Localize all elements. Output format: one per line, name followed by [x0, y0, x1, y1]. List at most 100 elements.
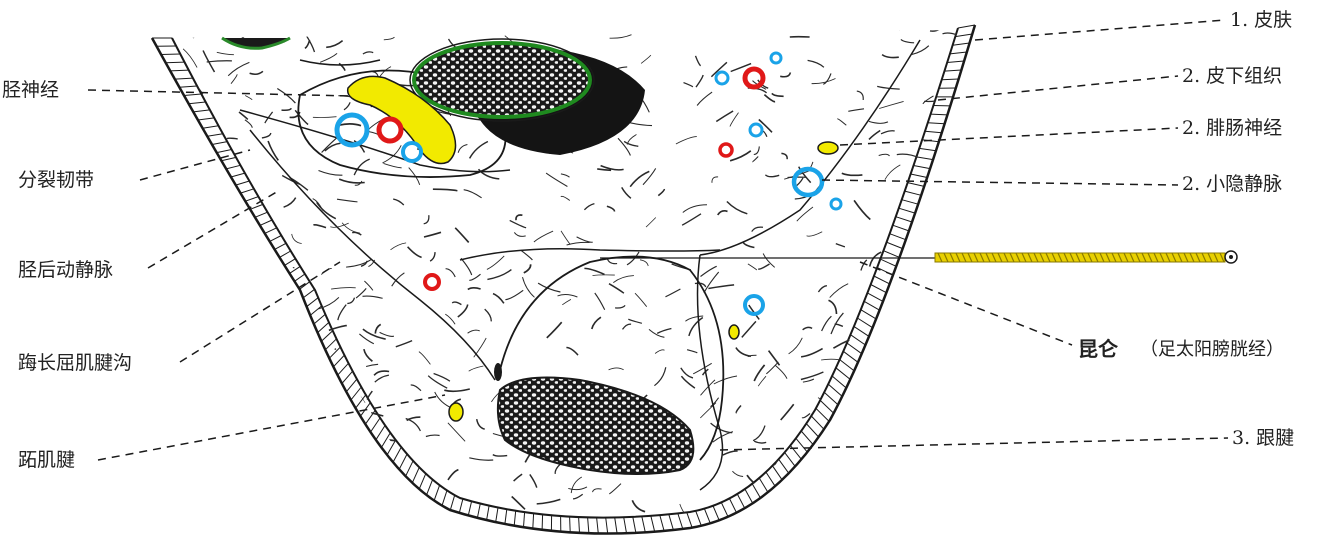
tissue-fiber: [367, 391, 372, 400]
tissue-fiber: [535, 25, 551, 32]
tissue-fiber: [469, 274, 480, 280]
tissue-fiber: [321, 268, 331, 274]
tissue-fiber: [455, 228, 469, 243]
tissue-fiber: [797, 207, 813, 221]
tissue-fiber: [609, 368, 624, 370]
tissue-fiber: [800, 515, 810, 516]
skin-hatch-tick: [801, 431, 813, 445]
tissue-fiber: [231, 348, 254, 359]
tissue-fiber: [217, 52, 234, 54]
label-small-saphenous-vein: 2. 小隐静脉: [1182, 173, 1282, 195]
tissue-fiber: [313, 117, 337, 118]
tissue-fiber: [635, 293, 647, 307]
tissue-fiber: [595, 293, 605, 310]
tissue-fiber: [923, 96, 934, 104]
tissue-fiber: [800, 469, 809, 487]
right-leader-lines: [720, 20, 1228, 450]
skin-hatch-tick: [307, 298, 319, 307]
tissue-fiber: [727, 202, 747, 214]
skin-hatch-tick: [766, 472, 775, 486]
tissue-fiber: [949, 475, 964, 486]
skin-hatch-tick: [905, 191, 922, 195]
skin-hatch-tick: [864, 301, 880, 310]
tissue-fiber: [758, 376, 766, 386]
tissue-fiber: [881, 131, 895, 134]
tissue-fiber: [448, 423, 465, 442]
tissue-fiber: [521, 250, 533, 260]
tissue-fiber: [187, 464, 195, 468]
tissue-fiber: [514, 474, 523, 481]
tissue-fiber: [380, 67, 391, 77]
skin-hatch-tick: [942, 79, 959, 80]
small-vein: [831, 199, 841, 209]
tissue-fiber: [879, 101, 903, 108]
tissue-fiber: [323, 377, 348, 378]
tissue-fiber: [291, 311, 301, 327]
tissue-fiber: [696, 56, 701, 66]
skin-hatch-tick: [911, 174, 928, 178]
small-artery: [745, 69, 763, 87]
tissue-fiber: [179, 408, 187, 417]
skin-hatch-tick: [412, 467, 419, 483]
tissue-fiber: [562, 299, 571, 304]
tissue-fiber: [716, 111, 733, 122]
tissue-fiber: [568, 487, 587, 490]
skin-hatch-tick: [314, 314, 325, 324]
tissue-fiber: [830, 284, 849, 298]
tissue-fiber: [177, 184, 184, 192]
tissue-fiber: [470, 142, 488, 159]
tissue-fiber: [766, 362, 778, 374]
skin-hatch-tick: [729, 498, 736, 512]
tissue-fiber: [231, 74, 237, 83]
tissue-fiber: [396, 341, 412, 347]
tissue-fiber: [435, 392, 453, 408]
skin-hatch-tick: [597, 518, 599, 534]
tissue-fiber: [320, 53, 337, 62]
tissue-fiber: [933, 228, 949, 233]
skin-hatch-tick: [624, 517, 627, 533]
tissue-fiber: [282, 309, 300, 314]
skin-hatch-tick: [265, 228, 277, 234]
skin-hatch-tick: [477, 504, 480, 518]
tissue-fiber: [316, 485, 338, 495]
tissue-fiber: [391, 243, 407, 250]
tissue-fiber: [848, 109, 864, 112]
tissue-fiber: [874, 504, 885, 507]
tissue-fiber: [885, 165, 900, 180]
tissue-fiber: [468, 288, 481, 290]
tissue-fiber: [809, 478, 827, 489]
flexor-tendon: [414, 43, 590, 117]
tissue-fiber: [895, 383, 905, 394]
tissue-fiber: [561, 174, 570, 177]
tissue-fiber: [879, 154, 890, 156]
skin-hatch-tick: [854, 326, 869, 336]
lower-nerve: [729, 325, 739, 339]
tissue-fiber: [340, 428, 358, 431]
tissue-fiber: [666, 289, 681, 297]
skin-hatch-tick: [867, 293, 883, 302]
tissue-fiber: [561, 231, 570, 245]
skin-hatch-tick: [887, 242, 903, 248]
tissue-fiber: [233, 222, 256, 232]
tissue-fiber: [818, 286, 827, 292]
tissue-fiber: [434, 374, 450, 382]
skin-hatch-tick: [857, 318, 872, 328]
tissue-fiber: [510, 220, 526, 227]
tissue-fiber: [861, 260, 867, 271]
tissue-fiber: [433, 189, 458, 191]
tissue-fiber: [640, 260, 648, 266]
skin-hatch-tick: [207, 134, 223, 137]
tissue-fiber: [173, 386, 189, 391]
tissue-fiber: [370, 439, 396, 440]
tissue-fiber: [902, 297, 927, 305]
tissue-fiber: [742, 321, 756, 337]
skin-hatch-tick: [687, 512, 692, 527]
tissue-fiber: [837, 119, 846, 125]
label-posterior-tibial-vessels: 胫后动静脉: [18, 259, 113, 281]
skin-hatch-tick: [231, 173, 245, 177]
tissue-fiber: [426, 435, 440, 436]
tissue-fiber: [857, 91, 863, 100]
tissue-fiber: [289, 482, 298, 483]
tissue-fiber: [265, 400, 279, 402]
tissue-fiber: [380, 332, 394, 336]
